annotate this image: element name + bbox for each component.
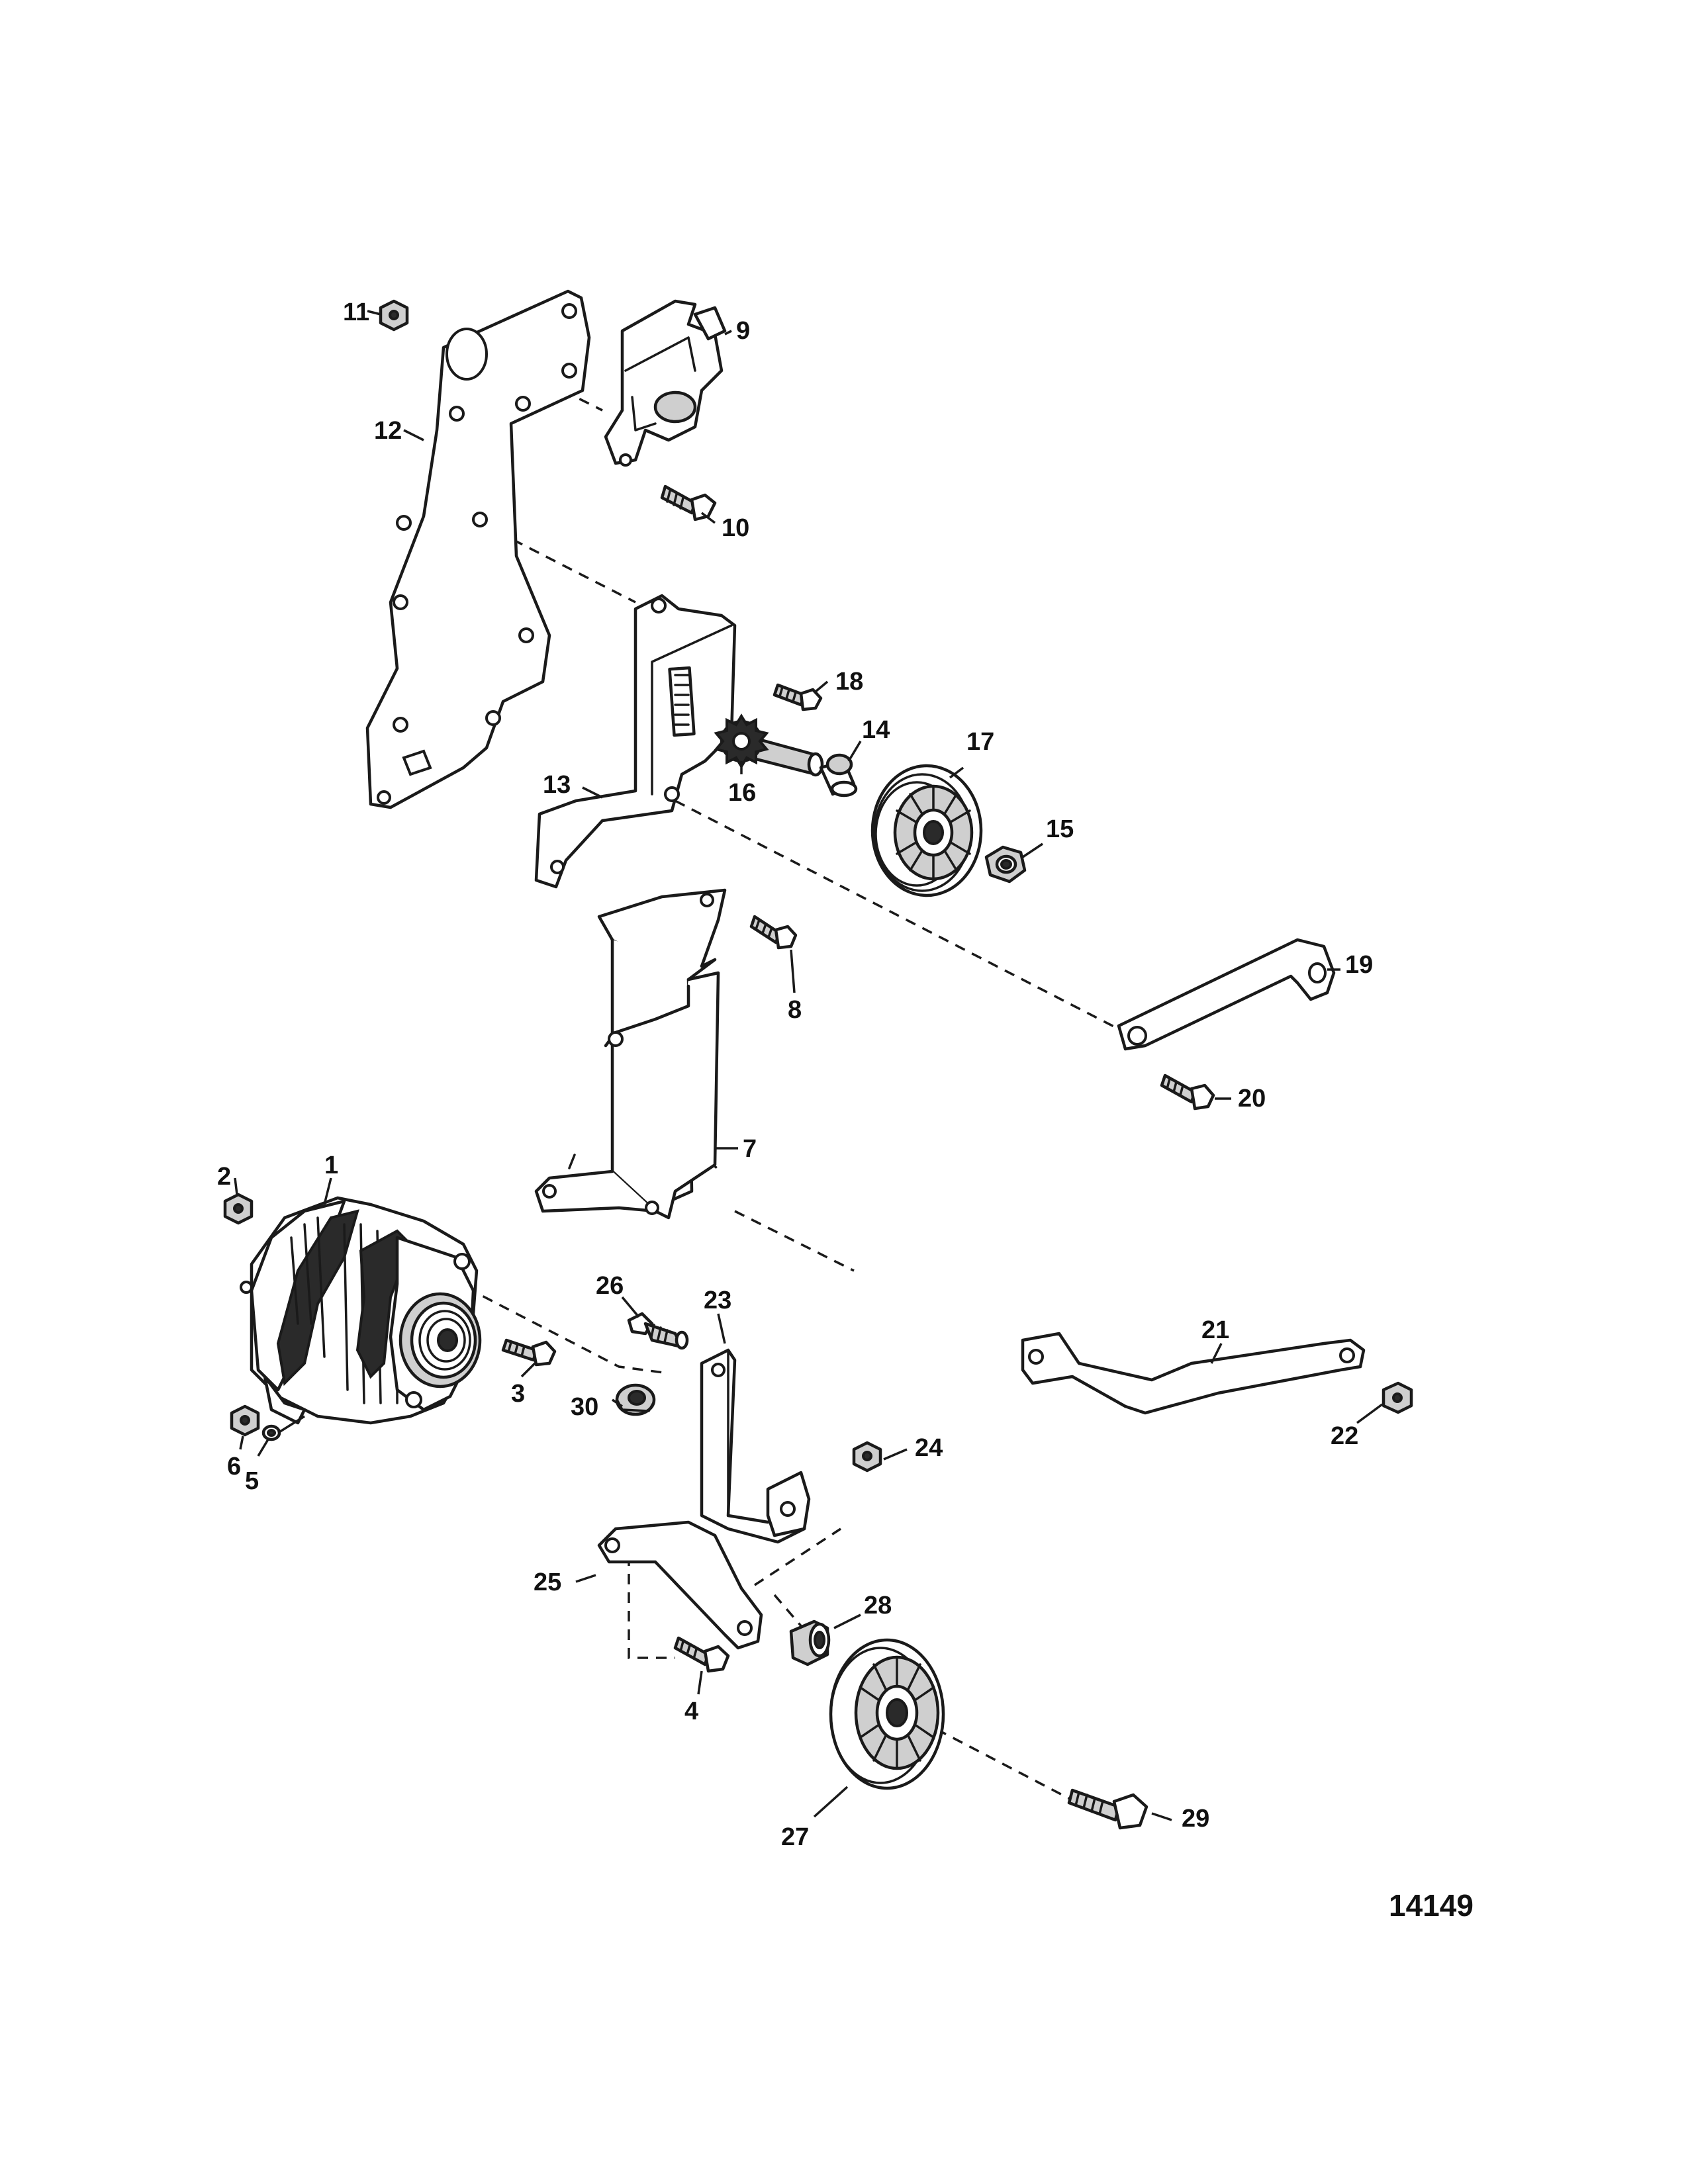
callout-4: 4 xyxy=(684,1698,698,1725)
callout-17: 17 xyxy=(966,728,994,756)
callout-21: 21 xyxy=(1201,1316,1229,1344)
callout-16: 16 xyxy=(728,779,756,807)
callout-10: 10 xyxy=(722,514,749,542)
pulley-17-part xyxy=(870,764,983,897)
plate-25-part xyxy=(597,1520,763,1650)
nut-15-part xyxy=(984,845,1027,884)
adjuster-stud-16-part xyxy=(714,713,824,777)
callout-29: 29 xyxy=(1182,1805,1209,1833)
callout-2: 2 xyxy=(217,1163,231,1191)
screw-10-part xyxy=(660,484,717,522)
idler-bracket-part xyxy=(534,594,737,889)
leader-lines xyxy=(234,310,1383,1821)
screw-20-part xyxy=(1160,1073,1215,1111)
spacer-30-part xyxy=(615,1383,656,1416)
callout-3: 3 xyxy=(511,1380,525,1408)
mounting-plate-part xyxy=(365,289,591,809)
screw-8-part xyxy=(749,915,798,950)
pulley-27-part xyxy=(829,1638,945,1790)
callout-6: 6 xyxy=(227,1453,241,1480)
brace-21-part xyxy=(1021,1332,1366,1415)
callout-22: 22 xyxy=(1331,1422,1358,1450)
stud-26-part xyxy=(627,1312,689,1350)
callout-5: 5 xyxy=(245,1467,259,1495)
nut-24-part xyxy=(852,1441,882,1473)
arm-19-part xyxy=(1117,938,1336,1051)
callout-27: 27 xyxy=(781,1823,809,1851)
callout-labels: 11 9 12 10 18 14 17 13 16 15 19 8 20 7 1… xyxy=(217,298,1373,1851)
callout-7: 7 xyxy=(743,1135,757,1163)
callout-9: 9 xyxy=(736,317,750,345)
callout-23: 23 xyxy=(704,1287,731,1314)
nut-6-part xyxy=(230,1404,260,1437)
callout-1: 1 xyxy=(324,1152,338,1179)
callout-12: 12 xyxy=(374,417,402,445)
callout-20: 20 xyxy=(1238,1085,1266,1113)
bolt-29-part xyxy=(1067,1788,1149,1830)
spacer-28-part xyxy=(789,1619,831,1666)
spacer-14-part xyxy=(819,753,858,797)
callout-18: 18 xyxy=(835,668,863,696)
callout-19: 19 xyxy=(1345,951,1373,979)
nut-11-part xyxy=(379,299,409,332)
callout-15: 15 xyxy=(1046,815,1074,843)
callout-28: 28 xyxy=(864,1592,892,1619)
callout-14: 14 xyxy=(862,716,890,744)
callout-8: 8 xyxy=(788,996,802,1024)
callout-25: 25 xyxy=(534,1569,561,1596)
callout-30: 30 xyxy=(571,1393,598,1421)
sensor-bracket-part xyxy=(604,299,727,467)
callout-26: 26 xyxy=(596,1272,624,1300)
bolt-3-part xyxy=(501,1338,557,1367)
figure-number: 14149 xyxy=(1389,1888,1474,1923)
alternator-part xyxy=(240,1196,482,1425)
callout-13: 13 xyxy=(543,771,571,799)
callout-24: 24 xyxy=(915,1434,943,1462)
u-bracket-23-part xyxy=(700,1348,811,1544)
support-bracket-7-part xyxy=(534,888,727,1220)
nut-2-part xyxy=(223,1193,254,1225)
bolt-4-part xyxy=(673,1636,730,1673)
nut-22-part xyxy=(1382,1381,1413,1414)
washer-5-part xyxy=(261,1424,281,1441)
screw-18-part xyxy=(773,683,823,711)
callout-11: 11 xyxy=(343,298,369,326)
